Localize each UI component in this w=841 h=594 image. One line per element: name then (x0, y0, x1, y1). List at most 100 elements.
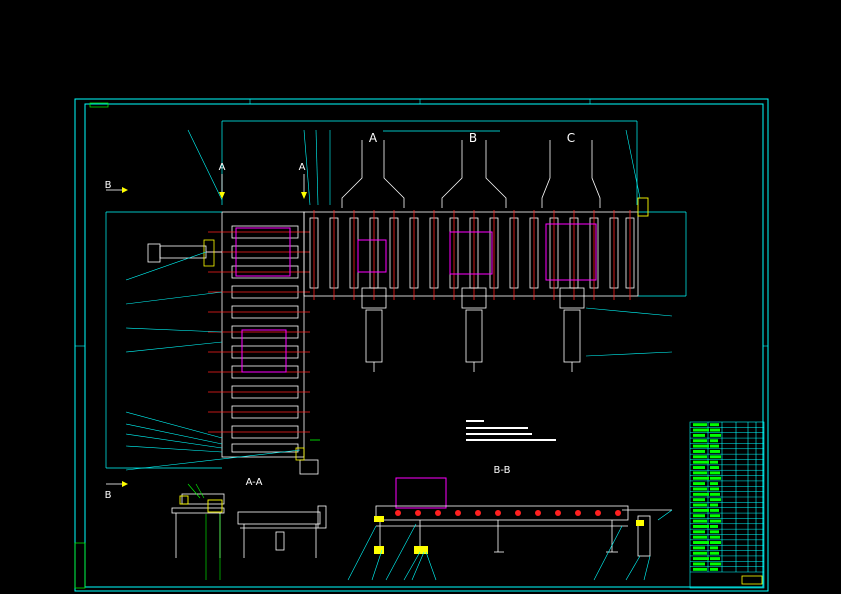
title-block-entry (693, 498, 705, 502)
title-block-entry (693, 562, 705, 566)
title-block-entry (693, 482, 705, 486)
view-bb-conveyor (374, 505, 672, 557)
section-arrow-a-left (219, 192, 225, 199)
title-block-entry (710, 471, 720, 475)
title-block-entry (710, 423, 719, 427)
title-block-entry (710, 562, 721, 566)
left-dimension (105, 211, 222, 469)
title-block-entry (693, 541, 709, 545)
title-block-entry (710, 487, 719, 491)
horizontal-conveyor (303, 210, 639, 300)
title-block-entry (710, 503, 718, 507)
section-label-a-right: A (299, 162, 306, 173)
pusher-cylinder-left (147, 239, 222, 267)
title-block-entry (693, 524, 709, 528)
title-block-entry (710, 498, 721, 502)
title-block-entry (710, 541, 721, 545)
title-block-entry (693, 567, 707, 571)
corner-stamp-top (89, 102, 109, 108)
workpiece-outline-b (449, 231, 493, 275)
station-label-b: B (469, 131, 477, 145)
title-block-entry (710, 557, 720, 561)
vertical-conveyor (208, 211, 310, 458)
title-stamp (741, 575, 763, 585)
inner-frame (84, 103, 764, 588)
title-block-entry (693, 503, 707, 507)
title-block-entry (710, 519, 721, 523)
view-bb-rollers (395, 510, 621, 516)
view-label-aa: A-A (246, 477, 263, 488)
title-block-entry (710, 551, 719, 555)
title-block-entry (693, 551, 707, 555)
title-block-entry (710, 508, 719, 512)
corner-drive (295, 439, 320, 475)
view-bb-leaders (347, 509, 673, 581)
title-block-entry (693, 514, 705, 518)
title-block-entry (710, 444, 719, 448)
section-arrow-b-bottom (122, 481, 128, 487)
title-block-entry (710, 535, 720, 539)
title-block-entry (693, 471, 707, 475)
right-dimension (638, 211, 687, 297)
section-arrow-a-right (301, 192, 307, 199)
frame-ticks (75, 99, 768, 347)
title-block-entry (693, 433, 705, 437)
title-block-entry (710, 466, 719, 470)
title-block-entry (693, 557, 709, 561)
view-aa (171, 493, 327, 558)
title-block-entry (710, 492, 720, 496)
station-label-a: A (369, 131, 378, 145)
workpiece-outline-a (357, 239, 387, 273)
title-block-entry (710, 567, 718, 571)
title-block-entry (693, 487, 707, 491)
title-block-entry (710, 530, 719, 534)
title-block-entry (710, 514, 720, 518)
station-cylinders (361, 287, 585, 372)
section-label-b-bottom: B (105, 490, 112, 501)
title-block-entry (693, 492, 709, 496)
title-block-entry (693, 535, 707, 539)
title-block-entry (710, 524, 718, 528)
view-aa-leaders (187, 483, 221, 580)
view-bb-yellow-parts (374, 516, 644, 554)
title-block-entry (710, 460, 718, 464)
section-arrow-b-top (122, 187, 128, 193)
title-block-entry (693, 460, 709, 464)
leader-lines (125, 129, 673, 471)
title-block-entry (710, 455, 721, 459)
title-block-entry (693, 476, 709, 480)
technical-notes (466, 420, 556, 441)
bb-workpiece (395, 477, 447, 509)
title-block-entry (693, 439, 707, 443)
title-block-entry (693, 444, 709, 448)
title-block-entry (710, 439, 718, 443)
title-block-entry (693, 423, 707, 427)
title-block-entry (693, 519, 707, 523)
outer-frame (74, 98, 769, 592)
title-block-entry (693, 508, 709, 512)
station-hoppers (341, 140, 601, 208)
title-block-entry (710, 433, 721, 437)
station-label-c: C (567, 131, 575, 145)
title-block-entry (693, 455, 707, 459)
title-block-rows (690, 427, 764, 573)
view-aa-yellow-parts (179, 495, 223, 513)
end-stop-unit (637, 197, 649, 217)
title-block-entry (710, 482, 718, 486)
section-markers (106, 174, 305, 485)
title-block-entry (693, 530, 705, 534)
title-block-entry (710, 449, 720, 453)
title-block-entry (693, 449, 705, 453)
title-block-entry (693, 546, 705, 550)
title-block-entry (693, 428, 709, 432)
section-label-a-left: A (219, 162, 226, 173)
section-label-b-top: B (105, 180, 112, 191)
top-dimension (221, 120, 638, 205)
title-block-entries (693, 423, 721, 571)
corner-stamp-left (74, 542, 86, 589)
title-block-entry (710, 546, 718, 550)
title-block-entry (693, 466, 705, 470)
workpiece-outline-c (545, 223, 597, 281)
title-block-entry (710, 428, 720, 432)
view-label-bb: B-B (494, 465, 511, 476)
